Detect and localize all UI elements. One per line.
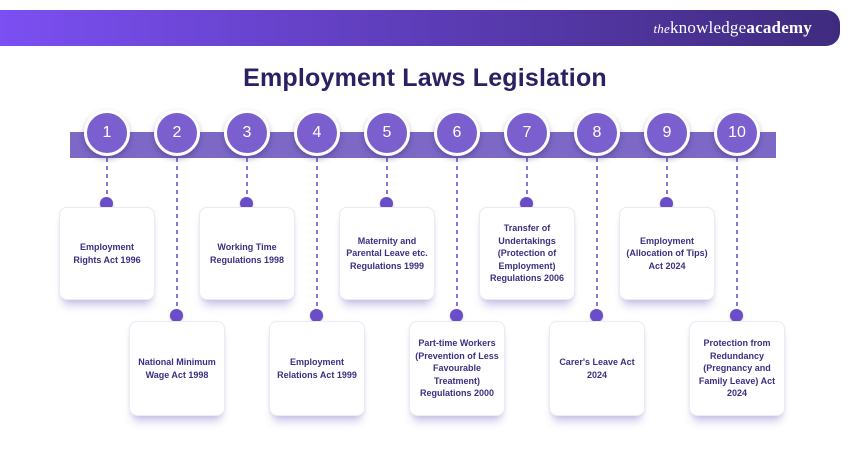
connector-line (386, 158, 388, 198)
connector-line (456, 158, 458, 310)
connector-dot (730, 309, 743, 322)
timeline-number-circle: 5 (364, 110, 410, 156)
timeline-number-circle: 2 (154, 110, 200, 156)
law-card: Employment (Allocation of Tips) Act 2024 (619, 207, 715, 300)
logo-knowledge: knowledge (669, 18, 747, 37)
connector-dot (240, 197, 253, 210)
connector-line (316, 158, 318, 310)
law-card: Part-time Workers (Prevention of Less Fa… (409, 321, 505, 416)
timeline-number-circle: 9 (644, 110, 690, 156)
law-card-label: Maternity and Parental Leave etc. Regula… (346, 235, 428, 271)
connector-dot (590, 309, 603, 322)
connector-dot (450, 309, 463, 322)
law-card: Employment Relations Act 1999 (269, 321, 365, 416)
logo-the: the (653, 21, 670, 36)
law-card-label: Working Time Regulations 1998 (209, 241, 285, 265)
law-card-label: Employment Rights Act 1996 (73, 241, 141, 265)
law-card-label: Employment (Allocation of Tips) Act 2024 (626, 235, 708, 271)
connector-line (596, 158, 598, 310)
law-card-label: National Minimum Wage Act 1998 (138, 356, 216, 380)
law-card-label: Protection from Redundancy (Pregnancy an… (698, 338, 776, 399)
connector-dot (310, 309, 323, 322)
law-card: National Minimum Wage Act 1998 (129, 321, 225, 416)
timeline-number-circle: 6 (434, 110, 480, 156)
connector-dot (660, 197, 673, 210)
connector-line (526, 158, 528, 198)
logo-academy: academy (746, 18, 812, 37)
connector-line (246, 158, 248, 198)
connector-line (666, 158, 668, 198)
connector-dot (170, 309, 183, 322)
timeline-number-circle: 3 (224, 110, 270, 156)
connector-dot (520, 197, 533, 210)
timeline-number-circle: 7 (504, 110, 550, 156)
law-card: Transfer of Undertakings (Protection of … (479, 207, 575, 300)
law-card-label: Carer's Leave Act 2024 (559, 356, 635, 380)
law-card-label: Part-time Workers (Prevention of Less Fa… (415, 338, 499, 399)
law-card-label: Transfer of Undertakings (Protection of … (489, 223, 565, 284)
connector-line (106, 158, 108, 198)
law-card-label: Employment Relations Act 1999 (277, 356, 357, 380)
connector-line (176, 158, 178, 310)
knowledge-academy-logo: theknowledgeacademy (654, 18, 813, 38)
timeline-number-circle: 8 (574, 110, 620, 156)
brand-header: theknowledgeacademy (0, 10, 840, 46)
law-card: Protection from Redundancy (Pregnancy an… (689, 321, 785, 416)
timeline-number-circle: 1 (84, 110, 130, 156)
law-card: Maternity and Parental Leave etc. Regula… (339, 207, 435, 300)
page-title: Employment Laws Legislation (243, 64, 607, 92)
law-card: Employment Rights Act 1996 (59, 207, 155, 300)
law-card: Working Time Regulations 1998 (199, 207, 295, 300)
connector-dot (100, 197, 113, 210)
connector-line (736, 158, 738, 310)
timeline-number-circle: 10 (714, 110, 760, 156)
timeline-number-circle: 4 (294, 110, 340, 156)
law-card: Carer's Leave Act 2024 (549, 321, 645, 416)
connector-dot (380, 197, 393, 210)
